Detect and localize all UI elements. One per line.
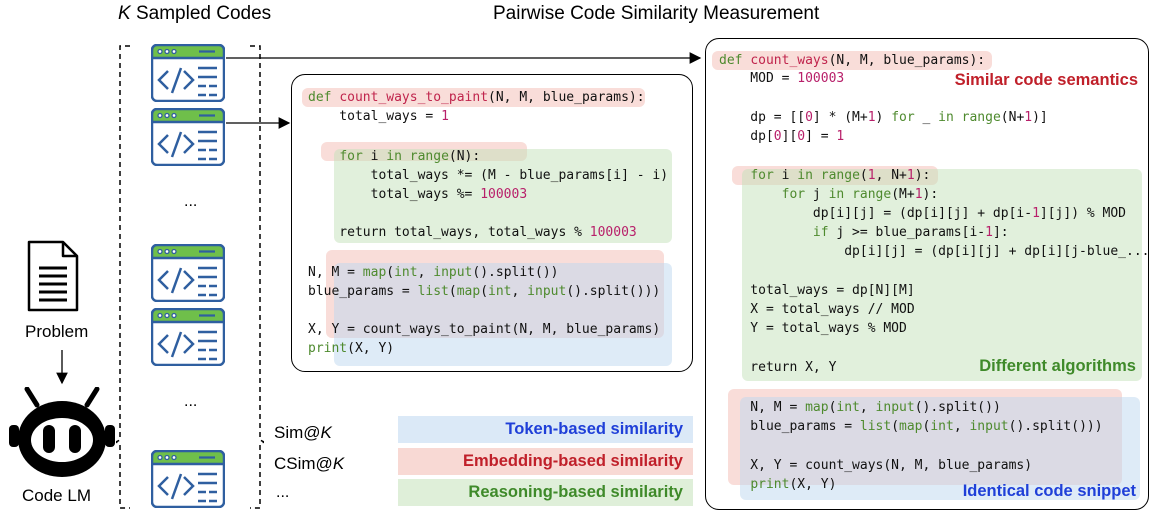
sampled-codes-header: K Sampled Codes	[118, 3, 272, 24]
problem-label: Problem	[25, 322, 89, 341]
code-line: N, M = map(int, input().split())	[719, 400, 1001, 415]
different-algorithms-annotation: Different algorithms	[979, 357, 1136, 375]
pairwise-header: Pairwise Code Similarity Measurement	[493, 3, 820, 24]
code-line: total_ways *= (M - blue_params[i] - i)	[308, 168, 669, 183]
document-icon	[27, 240, 79, 312]
code-line: total_ways = dp[N][M]	[719, 283, 915, 298]
code-line: total_ways = 1	[308, 109, 449, 124]
code-line: for i in range(1, N+1):	[750, 168, 931, 183]
code-box-a: def count_ways_to_paint(N, M, blue_param…	[291, 74, 693, 372]
sampled-codes-bracket	[116, 45, 264, 509]
code-box-b: def count_ways(N, M, blue_params): MOD =…	[705, 38, 1149, 510]
token-similarity-legend: Token-based similarity	[398, 416, 693, 443]
code-line: def count_ways_to_paint(N, M, blue_param…	[308, 90, 645, 105]
highlight-green	[334, 149, 672, 243]
code-line: return X, Y	[719, 360, 837, 375]
code-line: print(X, Y)	[750, 477, 837, 492]
sim-at-k-label: Sim@K	[274, 423, 332, 442]
code-lm-label: Code LM	[22, 486, 91, 505]
highlight-red	[712, 51, 992, 70]
embedding-similarity-legend: Embedding-based similarity	[398, 448, 693, 475]
similar-semantics-annotation: Similar code semantics	[954, 71, 1138, 89]
code-line: MOD = 100003	[719, 71, 845, 86]
code-line: X, Y = count_ways_to_paint(N, M, blue_pa…	[308, 322, 661, 337]
csim-at-k-label: CSim@K	[274, 454, 345, 473]
reasoning-similarity-legend: Reasoning-based similarity	[398, 479, 693, 506]
highlight-red	[302, 88, 645, 107]
code-line: dp[i][j] = (dp[i][j] + dp[i-1][j]) % MOD	[719, 206, 1126, 221]
code-line: if j >= blue_params[i-1]:	[812, 225, 1009, 240]
code-line: print(X, Y)	[308, 341, 395, 356]
ellipsis: ...	[184, 393, 198, 410]
highlight-green	[742, 169, 1142, 381]
code-line: Y = total_ways % MOD	[719, 321, 907, 336]
code-line: for j in range(M+1):	[781, 187, 939, 202]
code-line: dp[0][0] = 1	[719, 129, 845, 144]
code-line: dp[i][j] = (dp[i][j] + dp[i][j-blue_...	[719, 244, 1150, 259]
identical-snippet-annotation: Identical code snippet	[962, 482, 1136, 500]
robot-icon	[9, 387, 115, 477]
code-line: return total_ways, total_ways % 100003	[308, 225, 637, 240]
code-line: def count_ways(N, M, blue_params):	[719, 53, 986, 68]
code-line: dp = [[0] * (M+1) for _ in range(N+1)]	[719, 110, 1048, 125]
more-metrics: ...	[276, 484, 290, 501]
code-line: X, Y = count_ways(N, M, blue_params)	[719, 458, 1033, 473]
code-line: blue_params = list(map(int, input().spli…	[308, 284, 661, 299]
code-line: for i in range(N):	[339, 149, 481, 164]
code-line: blue_params = list(map(int, input().spli…	[719, 419, 1103, 434]
code-line: N, M = map(int, input().split())	[308, 265, 559, 280]
highlight-blue	[334, 263, 672, 366]
ellipsis: ...	[184, 193, 198, 210]
highlight-blue	[740, 397, 1140, 500]
code-line: total_ways %= 100003	[308, 187, 528, 202]
code-line: X = total_ways // MOD	[719, 302, 915, 317]
